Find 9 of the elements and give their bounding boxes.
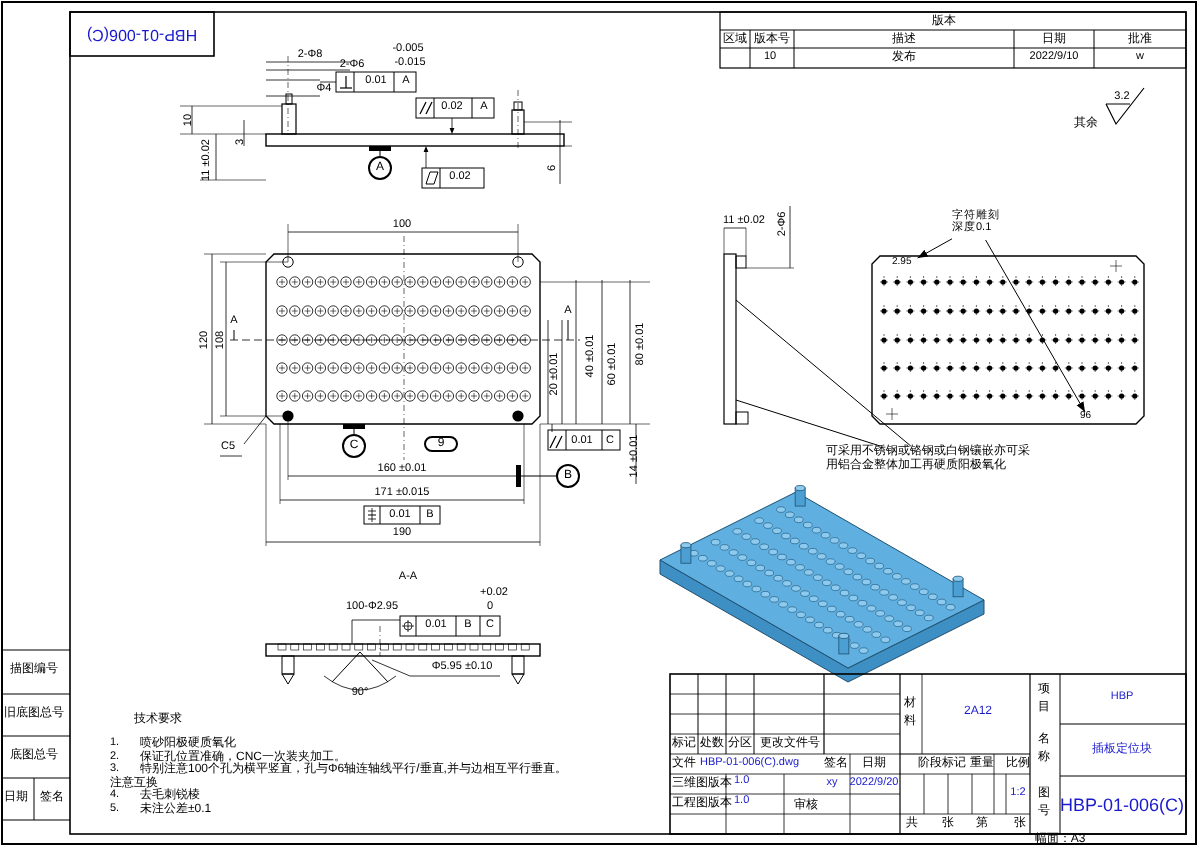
leader-line [343, 423, 365, 435]
drawing-number: HBP-01-006(C) [1059, 797, 1185, 815]
leader-line [985, 239, 1086, 413]
drawing-number: HBP-01-006(C) [86, 26, 198, 42]
leader-line [917, 238, 953, 259]
leader-line [515, 465, 557, 487]
leader-line [735, 299, 912, 447]
leader-line [735, 399, 881, 447]
leader-line [369, 145, 391, 157]
